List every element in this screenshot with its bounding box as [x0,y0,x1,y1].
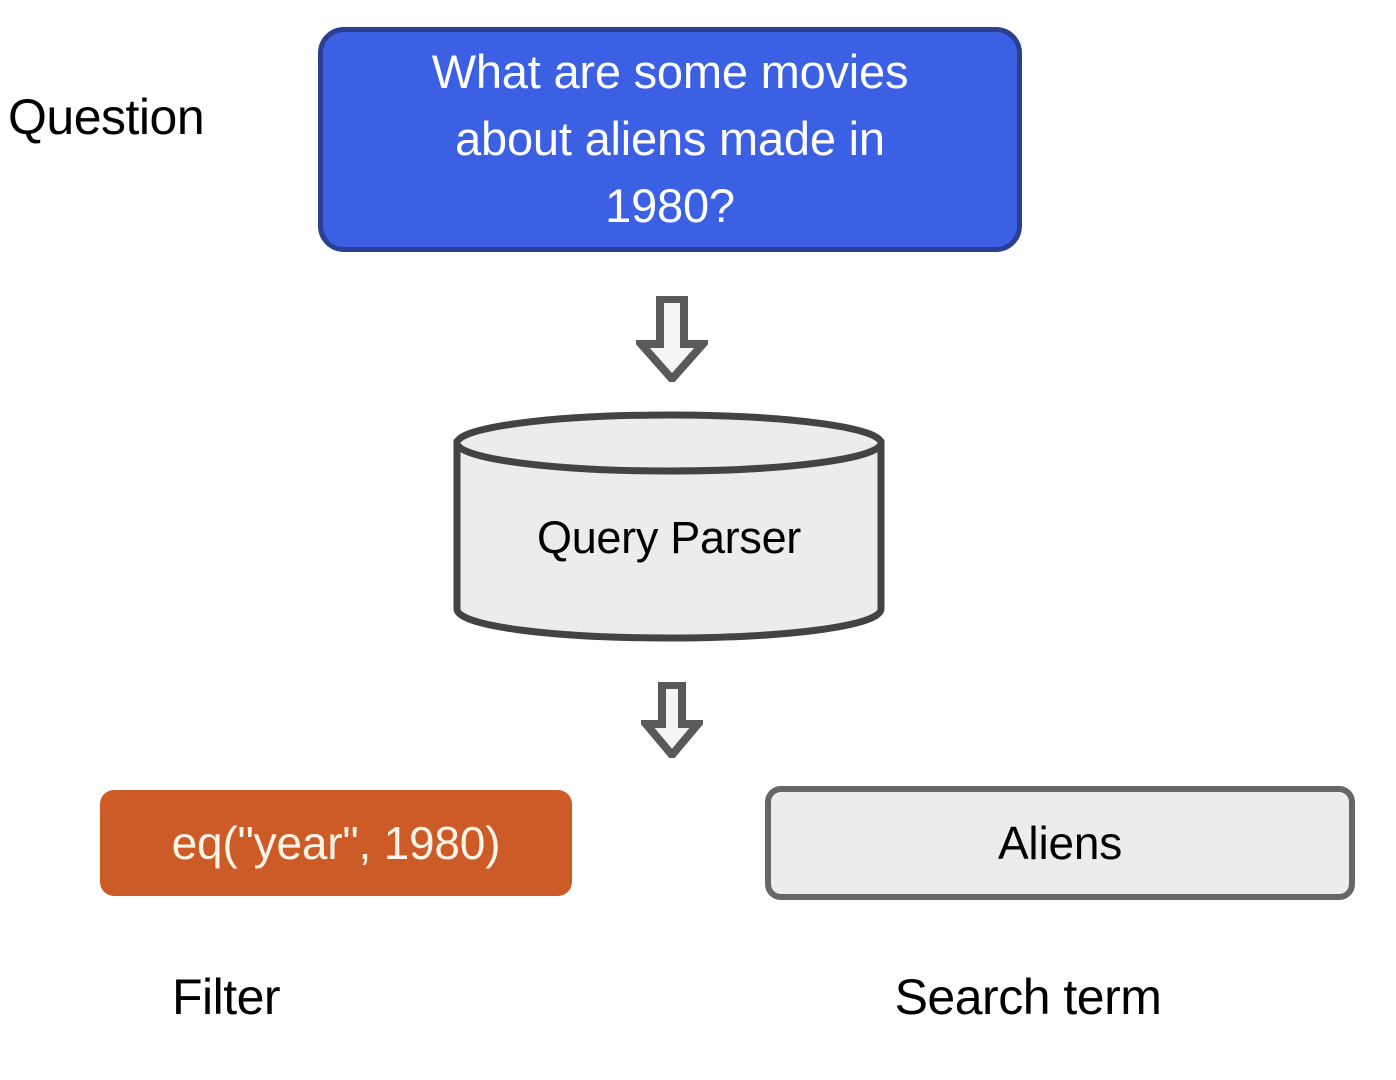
query-parser-label: Query Parser [537,512,801,563]
search-term-output-box: Aliens [765,786,1355,900]
query-parser-node: Query Parser [452,410,886,642]
filter-output-value: eq("year", 1980) [171,817,501,869]
filter-caption: Filter [171,969,281,1025]
question-label: Question [8,89,205,145]
filter-output-box: eq("year", 1980) [100,790,572,896]
arrow-down-icon-parser-to-outputs [637,681,707,762]
search-term-output-value: Aliens [997,817,1123,869]
arrow-down-icon-question-to-parser [632,295,712,386]
question-box: What are some movies about aliens made i… [318,27,1022,252]
question-text: What are some movies about aliens made i… [431,45,909,232]
search-term-caption: Search term [894,969,1162,1025]
